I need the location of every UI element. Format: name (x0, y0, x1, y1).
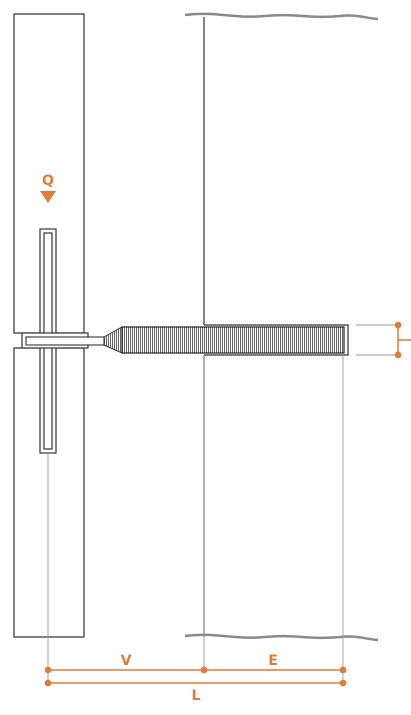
dimension-lines (44, 321, 411, 687)
extension-lines (47, 324, 398, 684)
label-e: E (268, 653, 278, 669)
threaded-anchor (25, 326, 345, 354)
anchor-hole (204, 324, 349, 356)
load-arrow-icon (40, 191, 56, 203)
break-line-bottom (184, 633, 379, 642)
threaded-rod (121, 326, 345, 354)
bolt-shank (25, 336, 105, 346)
label-q: Q (42, 173, 54, 189)
label-v: V (121, 653, 132, 669)
label-l: L (192, 688, 201, 704)
break-line-top (184, 12, 379, 21)
bolt-taper (103, 326, 123, 354)
left-slab (13, 13, 85, 638)
